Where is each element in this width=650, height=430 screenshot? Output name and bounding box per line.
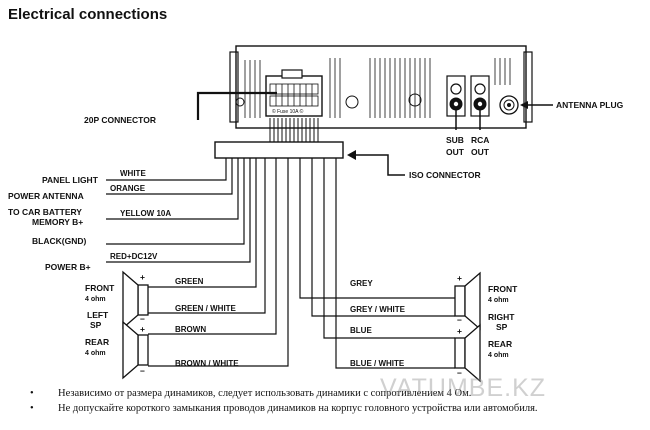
speaker-rear-left-icon: [122, 320, 149, 380]
notes: • Независимо от размера динамиков, следу…: [30, 386, 538, 416]
minus-sign: −: [140, 366, 145, 376]
left-sp-label-2: SP: [90, 320, 102, 330]
wire-label-green-white: GREEN / WHITE: [175, 304, 237, 313]
minus-sign: −: [457, 315, 462, 325]
wire-label-brown: BROWN: [175, 325, 206, 334]
sub-out-label-1: SUB: [446, 135, 464, 145]
plus-sign: +: [140, 272, 145, 282]
wire-green: [148, 158, 257, 288]
bullet: •: [30, 403, 34, 414]
plus-sign: +: [457, 326, 462, 336]
note-text: Не допускайте короткого замыкания провод…: [58, 403, 538, 414]
wire-label-orange: ORANGE: [110, 184, 146, 193]
plus-sign: +: [457, 273, 462, 283]
antenna-plug-socket: [499, 95, 519, 115]
wire-label-white: WHITE: [120, 169, 146, 178]
screw-icon: [408, 93, 422, 107]
power-b-label: POWER B+: [45, 262, 91, 272]
iso-connector-block: [214, 141, 344, 159]
front-left-label-2: 4 ohm: [85, 296, 106, 303]
wire-orange: [106, 158, 233, 195]
right-sp-label-2: SP: [496, 322, 508, 332]
rear-left-label-2: 4 ohm: [85, 350, 106, 357]
wire-blue: [323, 158, 455, 339]
minus-sign: −: [140, 314, 145, 324]
power-wires: [106, 158, 251, 263]
wire-grey: [299, 158, 455, 299]
fuse-text: © Fuse 10A ©: [272, 108, 304, 115]
wire-label-red: RED+DC12V: [110, 252, 158, 261]
wire-label-yellow: YELLOW 10A: [120, 209, 171, 218]
screw-icon: [345, 95, 359, 109]
wire-brown: [148, 158, 277, 335]
note-item: • Независимо от размера динамиков, следу…: [30, 386, 538, 401]
wire-yellow: [106, 158, 239, 220]
wire-white: [106, 158, 227, 181]
wire-label-brown-white: BROWN / WHITE: [175, 359, 239, 368]
antenna-plug-label: ANTENNA PLUG: [556, 100, 624, 110]
iso-connector-pointer: [352, 154, 405, 176]
rca-out-label-2: OUT: [471, 147, 490, 157]
wire-label-blue: BLUE: [350, 326, 372, 335]
watermark: VATUMBE.KZ: [380, 374, 547, 402]
black-gnd-label: BLACK(GND): [32, 236, 86, 246]
harness-bundle: [269, 118, 319, 142]
wire-red: [106, 158, 251, 263]
left-speaker-wires: [148, 158, 289, 367]
power-antenna-label: POWER ANTENNA: [8, 191, 84, 201]
right-sp-label-1: RIGHT: [488, 312, 515, 322]
head-unit-chassis: [235, 45, 527, 129]
wire-label-grey: GREY: [350, 279, 373, 288]
memory-label-2: MEMORY B+: [32, 217, 83, 227]
connector-20p-label: 20P CONNECTOR: [84, 115, 156, 125]
page-title: Electrical connections: [8, 6, 168, 23]
wire-label-grey-white: GREY / WHITE: [350, 305, 406, 314]
rear-left-label-1: REAR: [85, 337, 109, 347]
right-speaker-wires: [299, 158, 455, 369]
note-item: • Не допускайте короткого замыкания пров…: [30, 401, 538, 416]
arrow-icon: [520, 101, 528, 109]
rear-right-label-2: 4 ohm: [488, 352, 509, 359]
wire-label-green: GREEN: [175, 277, 204, 286]
front-right-label-2: 4 ohm: [488, 297, 509, 304]
wire-label-blue-white: BLUE / WHITE: [350, 359, 405, 368]
sub-out-label-2: OUT: [446, 147, 465, 157]
front-left-label-1: FRONT: [85, 283, 115, 293]
head-unit-right-flange: [523, 51, 533, 123]
head-unit-left-flange: [229, 51, 239, 123]
iso-connector-label: ISO CONNECTOR: [409, 170, 481, 180]
front-right-label-1: FRONT: [488, 284, 518, 294]
head-unit: © Fuse 10A ©: [229, 45, 533, 129]
bullet: •: [30, 388, 34, 399]
speaker-rear-right-icon: [454, 323, 481, 383]
minus-sign: −: [457, 368, 462, 378]
memory-label-1: TO CAR BATTERY: [8, 207, 82, 217]
vent-slots: [244, 58, 511, 118]
wire-blue-white: [335, 158, 455, 369]
rca-out-label-1: RCA: [471, 135, 489, 145]
connector-20p-callout-line: [196, 91, 277, 120]
rca-out-jack: [470, 75, 490, 117]
rear-right-label-1: REAR: [488, 339, 512, 349]
wire-brown-white: [148, 158, 289, 367]
left-sp-label-1: LEFT: [87, 310, 109, 320]
plus-sign: +: [140, 324, 145, 334]
panel-light-label: PANEL LIGHT: [42, 175, 99, 185]
wire-grey-white: [311, 158, 455, 317]
connector-pins: [269, 83, 319, 107]
note-text: Независимо от размера динамиков, следует…: [58, 388, 472, 399]
wire-green-white: [148, 158, 266, 314]
screw-icon: [235, 97, 245, 107]
arrow-icon: [347, 150, 356, 160]
wire-black-gnd: [106, 158, 245, 245]
